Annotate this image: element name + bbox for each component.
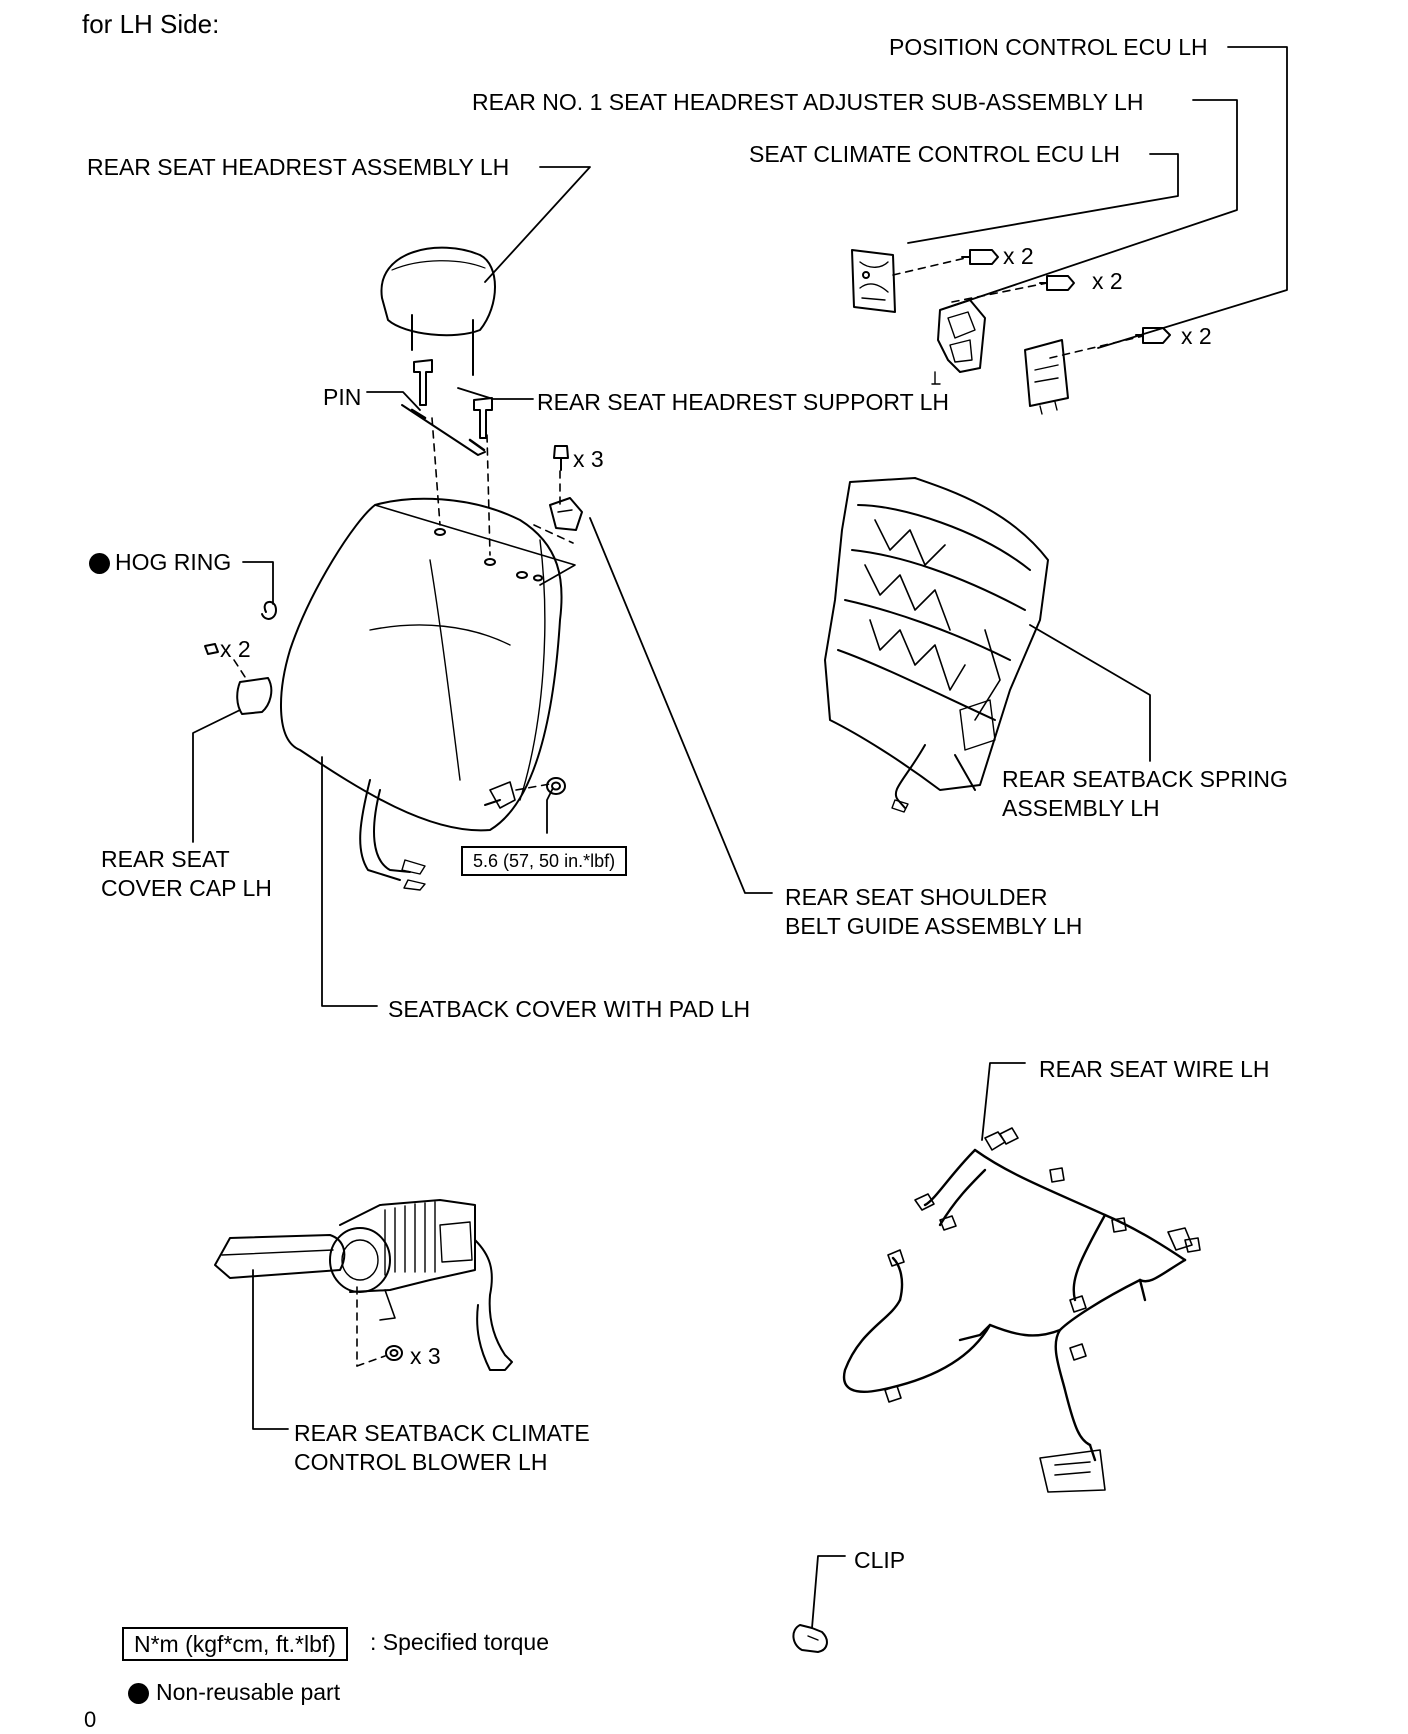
leader-lines [192,46,1288,1629]
label-cover-cap-2: COVER CAP LH [101,875,272,901]
label-headrest-support: REAR SEAT HEADREST SUPPORT LH [537,389,949,415]
page-title: for LH Side: [82,9,220,39]
climate-control-blower-part [214,1199,513,1371]
qty-cover-cap-clips: x 2 [220,636,251,662]
label-position-control-ecu: POSITION CONTROL ECU LH [889,34,1208,60]
label-pin: PIN [323,384,362,410]
torque-nut-icon [546,777,566,795]
adjuster-bolt-icon [1039,275,1075,291]
legend-torque-box: N*m (kgf*cm, ft.*lbf) [122,1627,348,1661]
cover-cap-clip-icon [204,643,219,655]
label-seat-climate-ecu: SEAT CLIMATE CONTROL ECU LH [749,141,1121,167]
label-clip: CLIP [854,1547,906,1573]
legend-nonreusable-dot-icon [128,1683,149,1704]
belt-guide-screw-icon [553,445,569,471]
nonreusable-dot-icon [89,553,110,574]
seat-climate-control-ecu-part [851,249,896,313]
label-cover-cap-1: REAR SEAT [101,846,230,872]
label-seatback-spring-1: REAR SEATBACK SPRING [1002,766,1288,792]
label-hog-ring: HOG RING [115,549,232,575]
footer-code: 0 [84,1707,97,1732]
clip-part [792,1624,828,1653]
label-blower-1: REAR SEATBACK CLIMATE [294,1420,590,1446]
ecu-bolt-icon [961,249,999,265]
blower-nut-icon [385,1345,403,1361]
rear-seat-headrest-part [380,246,496,376]
label-shoulder-belt-2: BELT GUIDE ASSEMBLY LH [785,913,1083,939]
qty-adjuster-bolts: x 2 [1092,268,1123,294]
torque-spec-box: 5.6 (57, 50 in.*lbf) [461,846,628,876]
hog-ring-part [261,601,277,620]
shoulder-belt-guide-part [549,497,583,531]
dashed-fastener-lines [233,256,1144,1367]
label-shoulder-belt-1: REAR SEAT SHOULDER [785,884,1048,910]
label-rear-seat-wire: REAR SEAT WIRE LH [1039,1056,1270,1082]
seatback-spring-assembly-part [824,477,1049,813]
qty-position-ecu-bolts: x 2 [1181,323,1212,349]
label-seatback-cover: SEATBACK COVER WITH PAD LH [388,996,751,1022]
headrest-support-part [401,359,493,456]
qty-blower-nuts: x 3 [410,1343,441,1369]
label-headrest-adjuster: REAR NO. 1 SEAT HEADREST ADJUSTER SUB-AS… [472,89,1144,115]
position-control-ecu-part [1024,339,1069,415]
legend-torque-text: : Specified torque [370,1629,550,1655]
cover-cap-part [236,677,273,715]
legend-nonreusable-text: Non-reusable part [156,1679,341,1705]
label-blower-2: CONTROL BLOWER LH [294,1449,548,1475]
seatback-cover-part [279,497,576,891]
qty-belt-guide-bolts: x 3 [573,446,604,472]
headrest-adjuster-part [931,299,986,385]
rear-seat-wire-part [842,1148,1187,1462]
position-ecu-bolt-icon [1135,327,1171,344]
qty-ecu-bolts: x 2 [1003,243,1034,269]
wire-connector-icon [884,1127,1201,1493]
label-headrest-assembly: REAR SEAT HEADREST ASSEMBLY LH [87,154,510,180]
label-seatback-spring-2: ASSEMBLY LH [1002,795,1160,821]
